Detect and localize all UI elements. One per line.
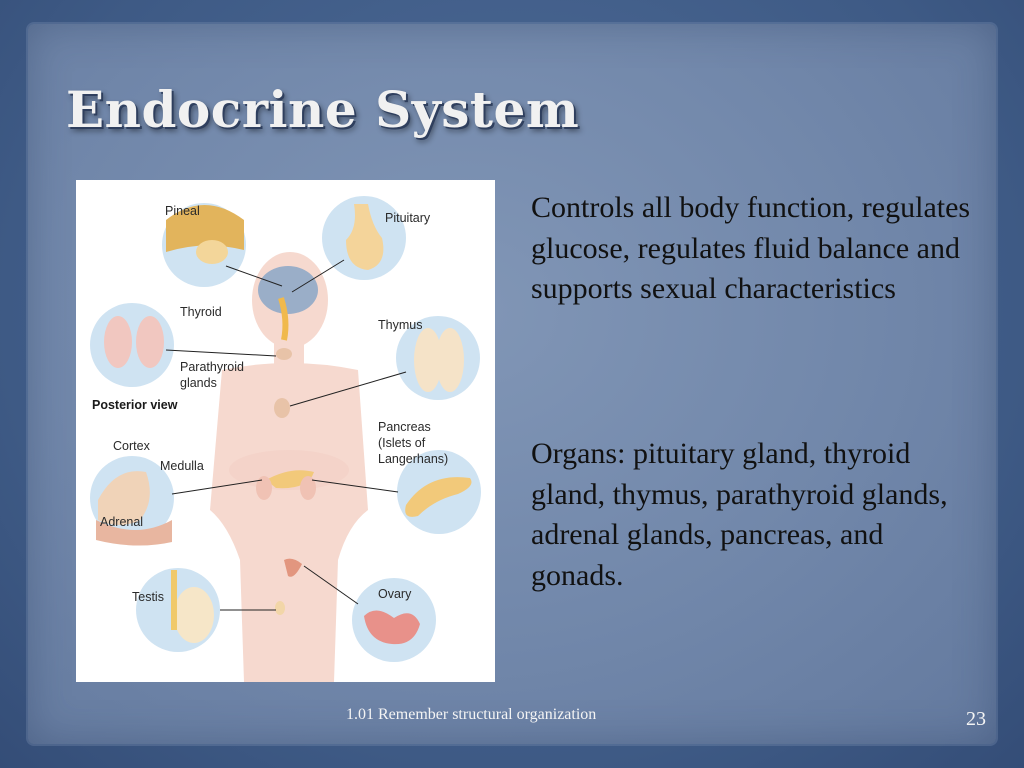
label-thyroid: Thyroid — [180, 305, 222, 319]
brain-shape — [258, 266, 318, 341]
body-uterus-shape — [284, 558, 302, 577]
label-cortex: Cortex — [113, 439, 151, 453]
endocrine-diagram-svg: Pineal Pituitary Thyroid Thymus Parathyr… — [90, 196, 481, 682]
label-pituitary: Pituitary — [385, 211, 431, 225]
label-parathyroid-line2: glands — [180, 376, 217, 390]
thymus-lobe-right — [436, 328, 464, 392]
label-adrenal: Adrenal — [100, 515, 143, 529]
label-parathyroid-line1: Parathyroid — [180, 360, 244, 374]
ovary-gland-shape — [364, 610, 420, 645]
label-posterior-view: Posterior view — [92, 398, 178, 412]
label-pineal: Pineal — [165, 204, 200, 218]
body-silhouette — [210, 252, 368, 682]
label-ovary: Ovary — [378, 587, 412, 601]
label-pancreas-line3: Langerhans) — [378, 452, 448, 466]
thymus-lobe-left — [414, 328, 442, 392]
leader-lines — [165, 259, 407, 611]
label-pancreas-line1: Pancreas — [378, 420, 431, 434]
body-kidney-left — [256, 476, 272, 500]
pineal-body-shape — [196, 240, 228, 264]
label-pancreas-line2: (Islets of — [378, 436, 426, 450]
adrenal-kidney-shape — [96, 520, 172, 546]
label-medulla: Medulla — [160, 459, 204, 473]
label-thymus: Thymus — [378, 318, 422, 332]
label-testis: Testis — [132, 590, 164, 604]
body-thyroid-shape — [276, 348, 292, 360]
endocrine-diagram: Pineal Pituitary Thyroid Thymus Parathyr… — [76, 180, 495, 682]
pancreas-gland-shape — [405, 477, 472, 517]
body-kidney-right — [300, 476, 316, 500]
body-testis-shape — [275, 601, 285, 615]
footer-text: 1.01 Remember structural organization — [346, 706, 597, 723]
page-number: 23 — [966, 708, 986, 730]
slide-title: Endocrine System — [66, 80, 580, 139]
organs-text: Organs: pituitary gland, thyroid gland, … — [531, 437, 948, 592]
pineal-gland-shape — [166, 205, 244, 252]
thyroid-lobe-left — [104, 316, 132, 368]
adrenal-gland-shape — [98, 471, 150, 525]
thyroid-lobe-right — [136, 316, 164, 368]
body-thymus-shape — [274, 398, 290, 418]
testis-gland-shape — [174, 587, 214, 643]
pituitary-gland-shape — [346, 204, 384, 270]
description-text: Controls all body function, regulates gl… — [531, 191, 971, 305]
